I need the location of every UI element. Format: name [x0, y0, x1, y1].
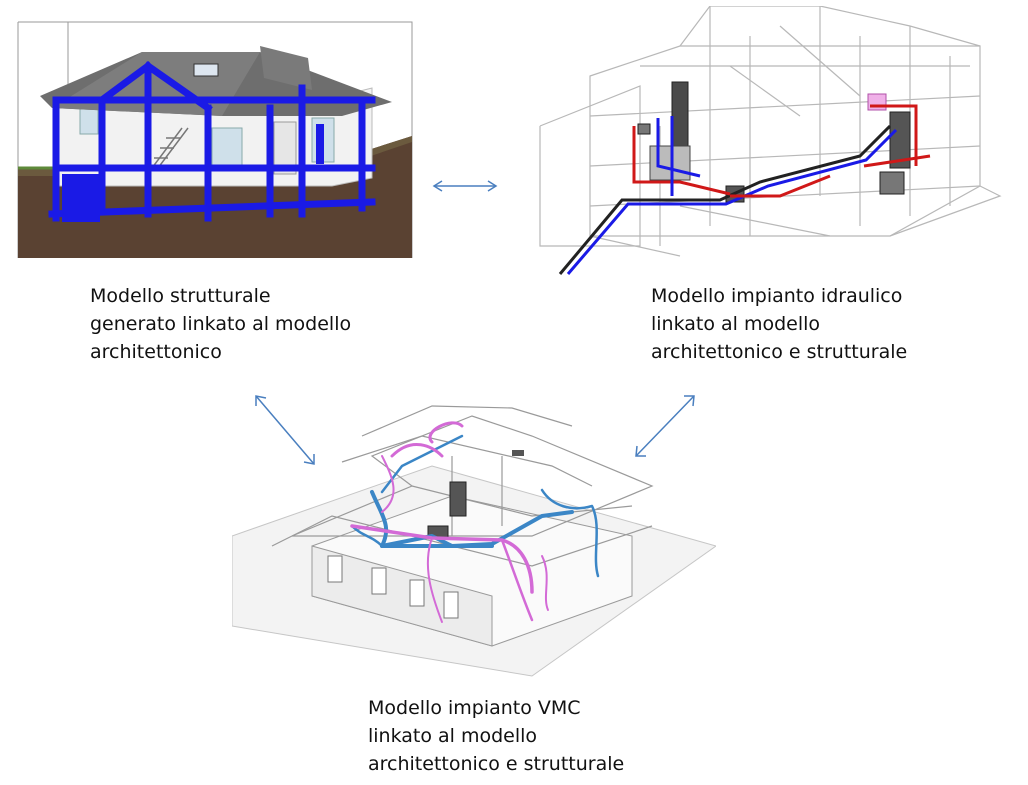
structural-model-figure — [12, 18, 424, 266]
caption-line: generato linkato al modello — [90, 313, 352, 335]
caption-line: architettonico e strutturale — [651, 341, 908, 363]
hydraulic-model-figure — [530, 6, 1008, 278]
pipe-network — [558, 104, 931, 275]
structure-frame — [48, 61, 376, 222]
structural-model-illustration — [17, 21, 413, 258]
caption-line: Modello strutturale — [90, 285, 271, 307]
caption-line: Modello impianto VMC — [368, 697, 581, 719]
caption-line: Modello impianto idraulico — [651, 285, 903, 307]
structural-model-caption: Modello strutturale generato linkato al … — [90, 282, 351, 366]
double-arrow-icon — [432, 180, 498, 192]
vmc-model-figure — [232, 396, 716, 680]
caption-line: architettonico — [90, 341, 222, 363]
caption-line: linkato al modello — [651, 313, 821, 335]
caption-line: architettonico e strutturale — [368, 753, 625, 775]
ground-block — [18, 136, 412, 258]
hydraulic-model-illustration — [539, 6, 1002, 275]
double-arrow-icon — [635, 395, 695, 457]
double-arrow-icon — [255, 395, 315, 465]
hydraulic-model-caption: Modello impianto idraulico linkato al mo… — [651, 282, 907, 366]
caption-line: linkato al modello — [368, 725, 538, 747]
vmc-model-illustration — [232, 405, 716, 677]
vmc-model-caption: Modello impianto VMC linkato al modello … — [368, 694, 624, 778]
duct-network — [350, 421, 600, 623]
